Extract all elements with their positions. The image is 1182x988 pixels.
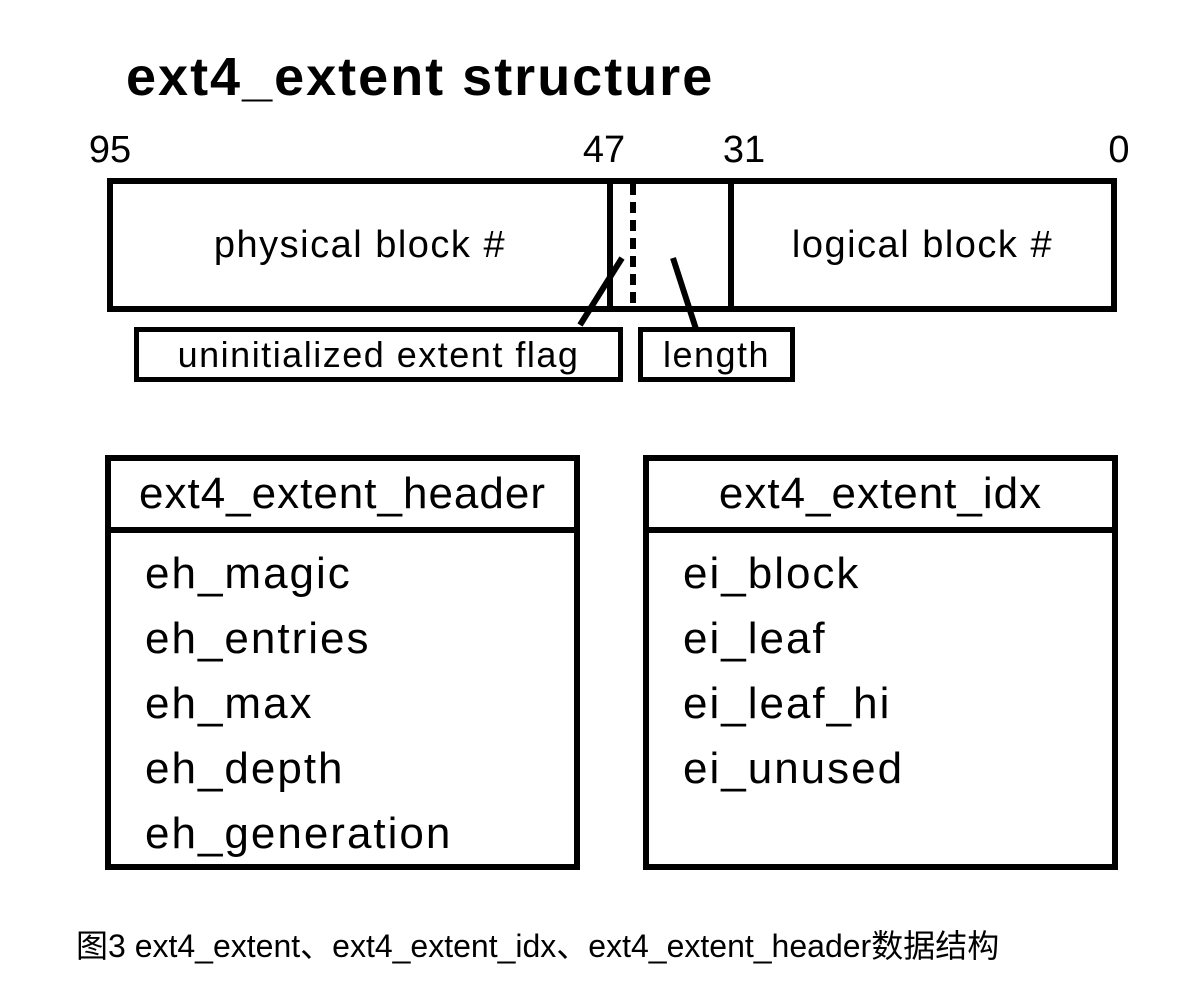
struct-field: ei_leaf_hi xyxy=(683,679,892,728)
bit-label-0: 0 xyxy=(1108,129,1130,171)
uninitialized-extent-flag-callout: uninitialized extent flag xyxy=(134,327,623,382)
bitfield-bar: physical block # logical block # xyxy=(107,178,1117,312)
struct-field: eh_generation xyxy=(145,809,453,858)
ext4-extent-header-title: ext4_extent_header xyxy=(111,461,574,533)
bit-label-47: 47 xyxy=(582,129,626,171)
bit47-divider-line xyxy=(607,184,613,306)
ext4-extent-header-fields: eh_magic eh_entries eh_max eh_depth eh_g… xyxy=(111,533,574,866)
ext4-extent-idx-struct: ext4_extent_idx ei_block ei_leaf ei_leaf… xyxy=(643,455,1118,870)
ext4-extent-header-struct: ext4_extent_header eh_magic eh_entries e… xyxy=(105,455,580,870)
ext4-extent-idx-fields: ei_block ei_leaf ei_leaf_hi ei_unused xyxy=(649,533,1112,801)
ext4-extent-idx-title: ext4_extent_idx xyxy=(649,461,1112,533)
bit31-divider-line xyxy=(728,184,734,306)
struct-field: ei_leaf xyxy=(683,614,827,663)
struct-field: eh_magic xyxy=(145,549,352,598)
struct-field: eh_entries xyxy=(145,614,371,663)
length-callout: length xyxy=(638,327,795,382)
struct-field: ei_block xyxy=(683,549,861,598)
figure-caption: 图3 ext4_extent、ext4_extent_idx、ext4_exte… xyxy=(76,928,1000,964)
bit-label-95: 95 xyxy=(88,129,132,171)
length-label: length xyxy=(662,333,771,375)
struct-field: eh_max xyxy=(145,679,314,728)
physical-block-segment-label: physical block # xyxy=(213,223,507,266)
flag-bit-dashed-line xyxy=(630,184,636,306)
struct-field: eh_depth xyxy=(145,744,345,793)
uninitialized-extent-flag-label: uninitialized extent flag xyxy=(177,333,580,375)
struct-field: ei_unused xyxy=(683,744,905,793)
logical-block-segment-label: logical block # xyxy=(791,223,1054,266)
diagram-title: ext4_extent structure xyxy=(126,47,715,107)
bit-label-31: 31 xyxy=(722,129,766,171)
